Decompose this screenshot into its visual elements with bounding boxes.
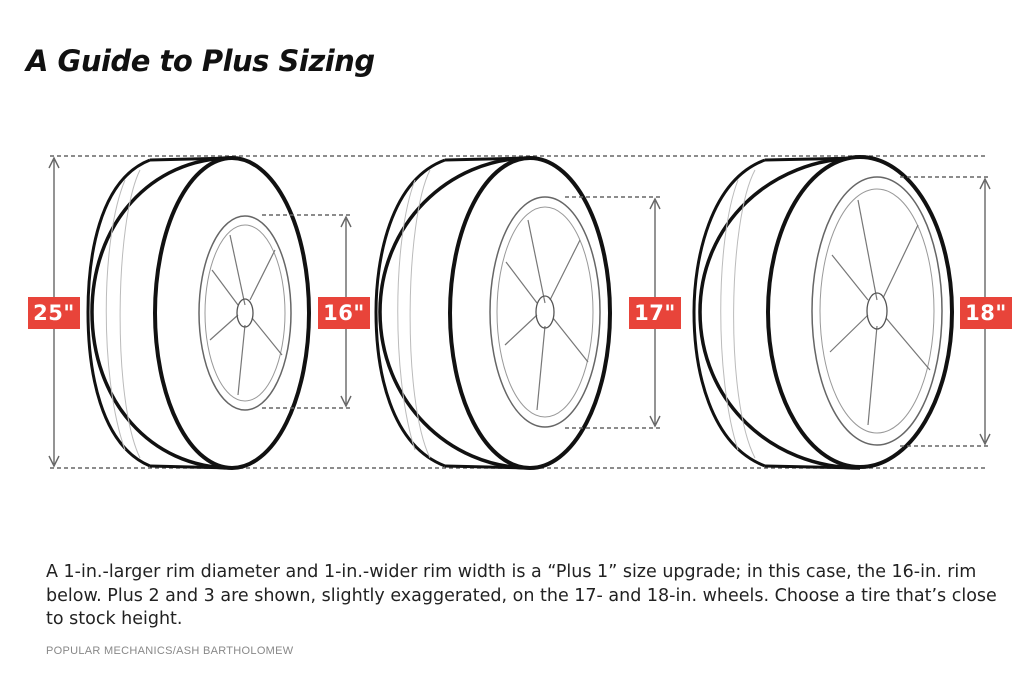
caption: A 1-in.-larger rim diameter and 1-in.-wi… [46, 562, 997, 629]
rim-18-label: 18" [960, 297, 1012, 329]
tire-18 [692, 155, 954, 470]
tire-16 [86, 156, 311, 470]
rim-16-label: 16" [318, 297, 370, 329]
tire-17 [374, 156, 612, 470]
page-title: A Guide to Plus Sizing [26, 44, 375, 78]
rim-17-label: 17" [629, 297, 681, 329]
photo-credit: POPULAR MECHANICS/ASH BARTHOLOMEW [46, 645, 294, 657]
overall-height-label: 25" [28, 297, 80, 329]
